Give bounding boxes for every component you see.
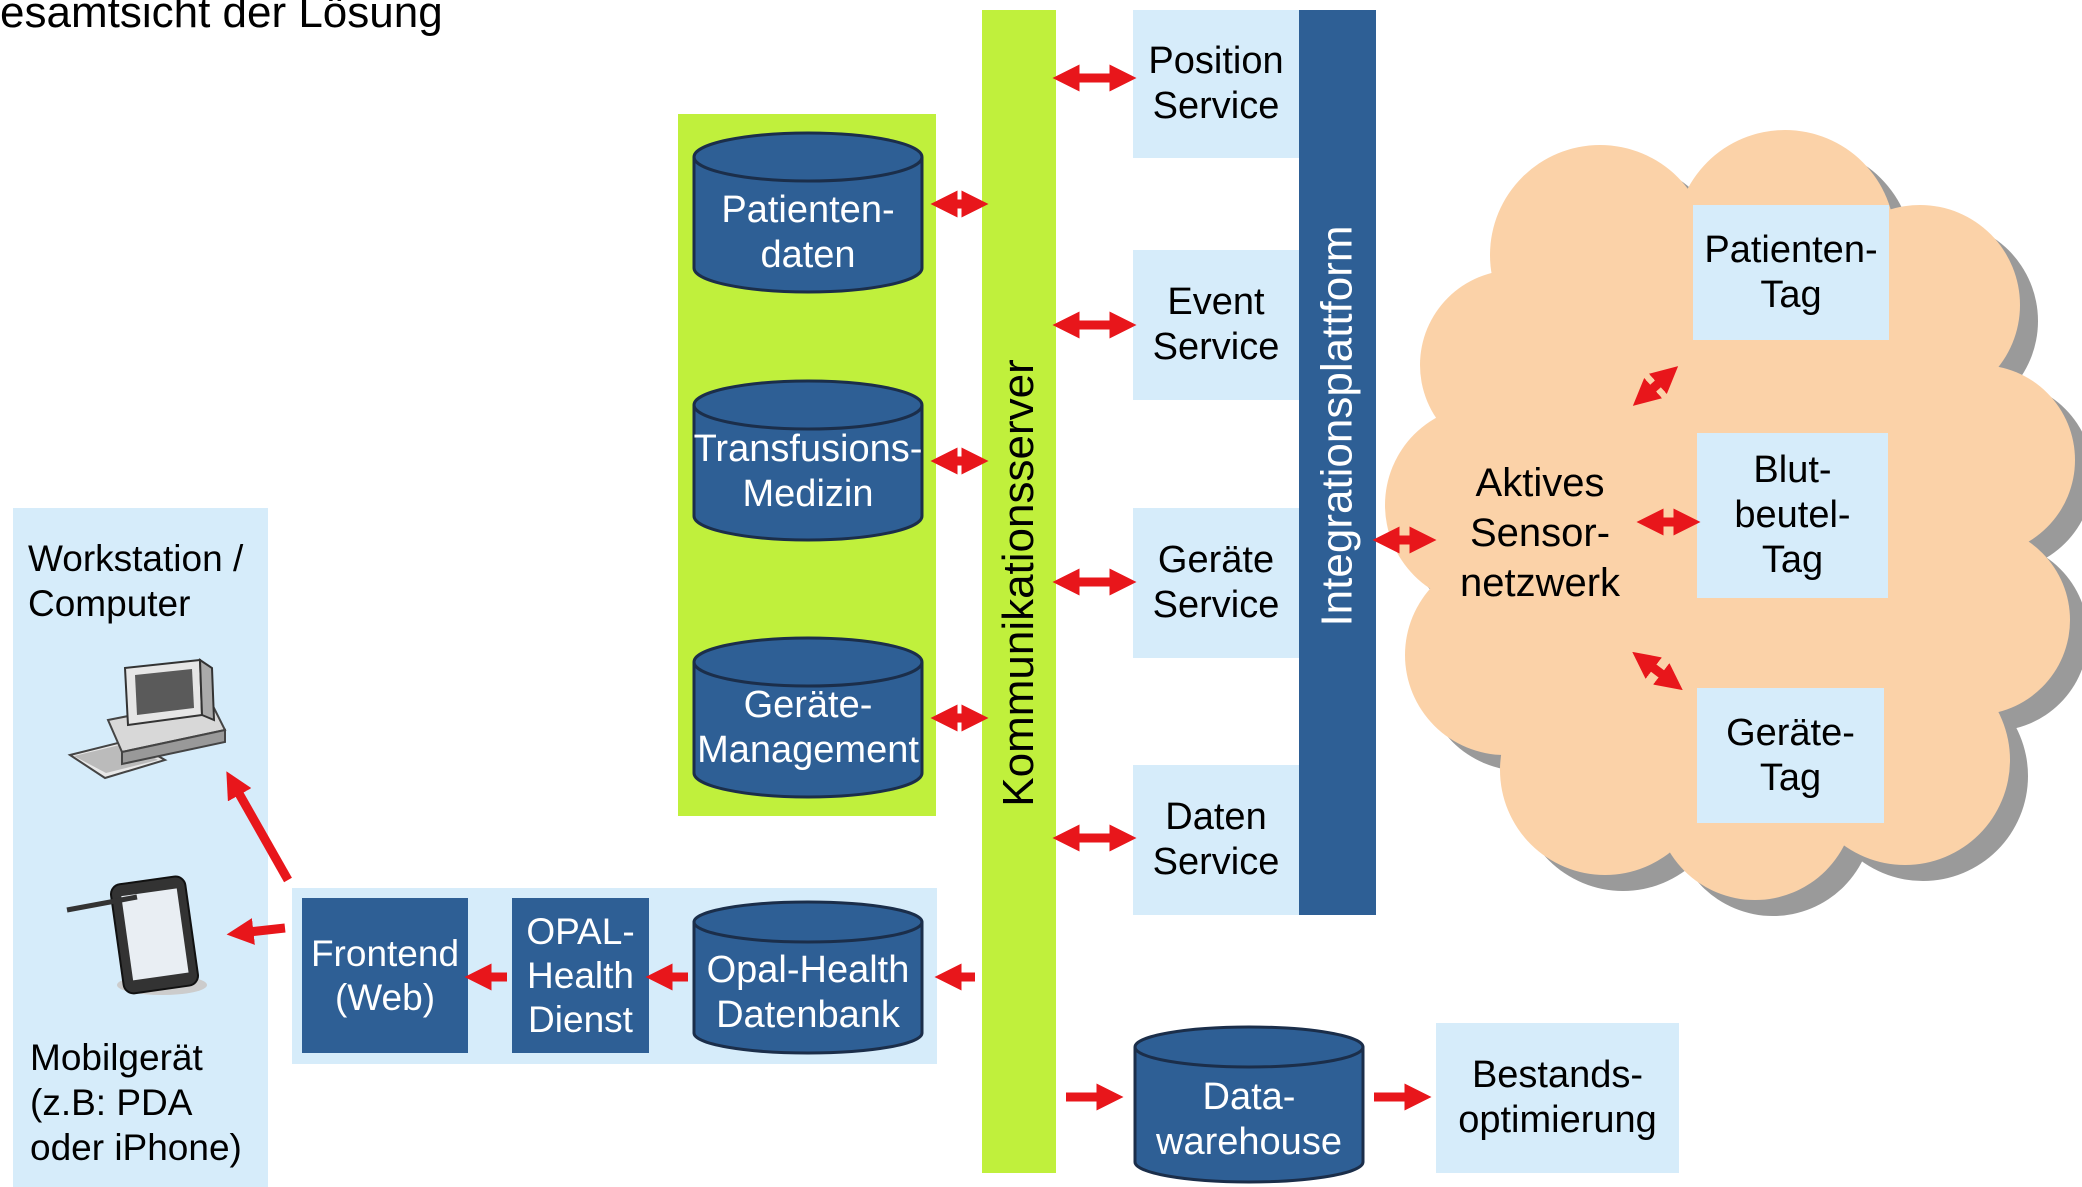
- sensor-network-cloud: [1385, 130, 2082, 916]
- geraete-management-cylinder: [692, 636, 924, 799]
- patienten-tag-box[interactable]: Patienten- Tag: [1693, 205, 1889, 340]
- transfusionsmedizin-cylinder: [692, 379, 924, 542]
- geraete-service-box[interactable]: Geräte Service: [1133, 508, 1299, 658]
- kommunikationsserver-bar: [982, 10, 1056, 1173]
- integrationsplattform-bar: [1299, 10, 1376, 915]
- opal-health-db-label: Opal-Health Datenbank: [706, 949, 910, 1036]
- arrow-cloud-patienten-tag: [1632, 366, 1679, 406]
- arrow-chain-computer: [226, 771, 292, 883]
- opal-health-db-cylinder: [692, 900, 924, 1055]
- opal-health-dienst-box[interactable]: OPAL- Health Dienst: [512, 898, 649, 1053]
- arrow-cloud-geraete-tag: [1632, 651, 1683, 691]
- patientendaten-label: Patienten- daten: [721, 189, 895, 276]
- client-panel: [13, 508, 268, 1187]
- workstation-label: Workstation / Computer: [28, 538, 244, 624]
- mobile-label: Mobilgerät (z.B: PDA oder iPhone): [30, 1037, 242, 1168]
- sensor-network-label: Aktives Sensor- netzwerk: [1459, 461, 1621, 605]
- geraete-tag-box[interactable]: Geräte- Tag: [1697, 688, 1884, 823]
- daten-service-box[interactable]: Daten Service: [1133, 765, 1299, 915]
- frontend-box[interactable]: Frontend (Web): [302, 898, 468, 1053]
- transfusionsmedizin-label: Transfusions- Medizin: [693, 428, 923, 515]
- position-service-box[interactable]: Position Service: [1133, 10, 1299, 158]
- page-title: esamtsicht der Lösung: [0, 0, 443, 37]
- arrow-chain-mobile: [226, 918, 286, 945]
- datawarehouse-label: Data- warehouse: [1156, 1075, 1342, 1163]
- desktop-computer-icon: [67, 658, 227, 780]
- patientendaten-cylinder: [692, 131, 924, 294]
- geraete-management-label: Geräte- Management: [697, 684, 919, 771]
- datawarehouse-cylinder: [1133, 1025, 1365, 1184]
- blutbeutel-tag-box[interactable]: Blut- beutel- Tag: [1697, 433, 1888, 598]
- tablet-pda-icon: [66, 875, 207, 995]
- bestandsoptimierung-box[interactable]: Bestands- optimierung: [1436, 1023, 1679, 1173]
- event-service-box[interactable]: Event Service: [1133, 250, 1299, 400]
